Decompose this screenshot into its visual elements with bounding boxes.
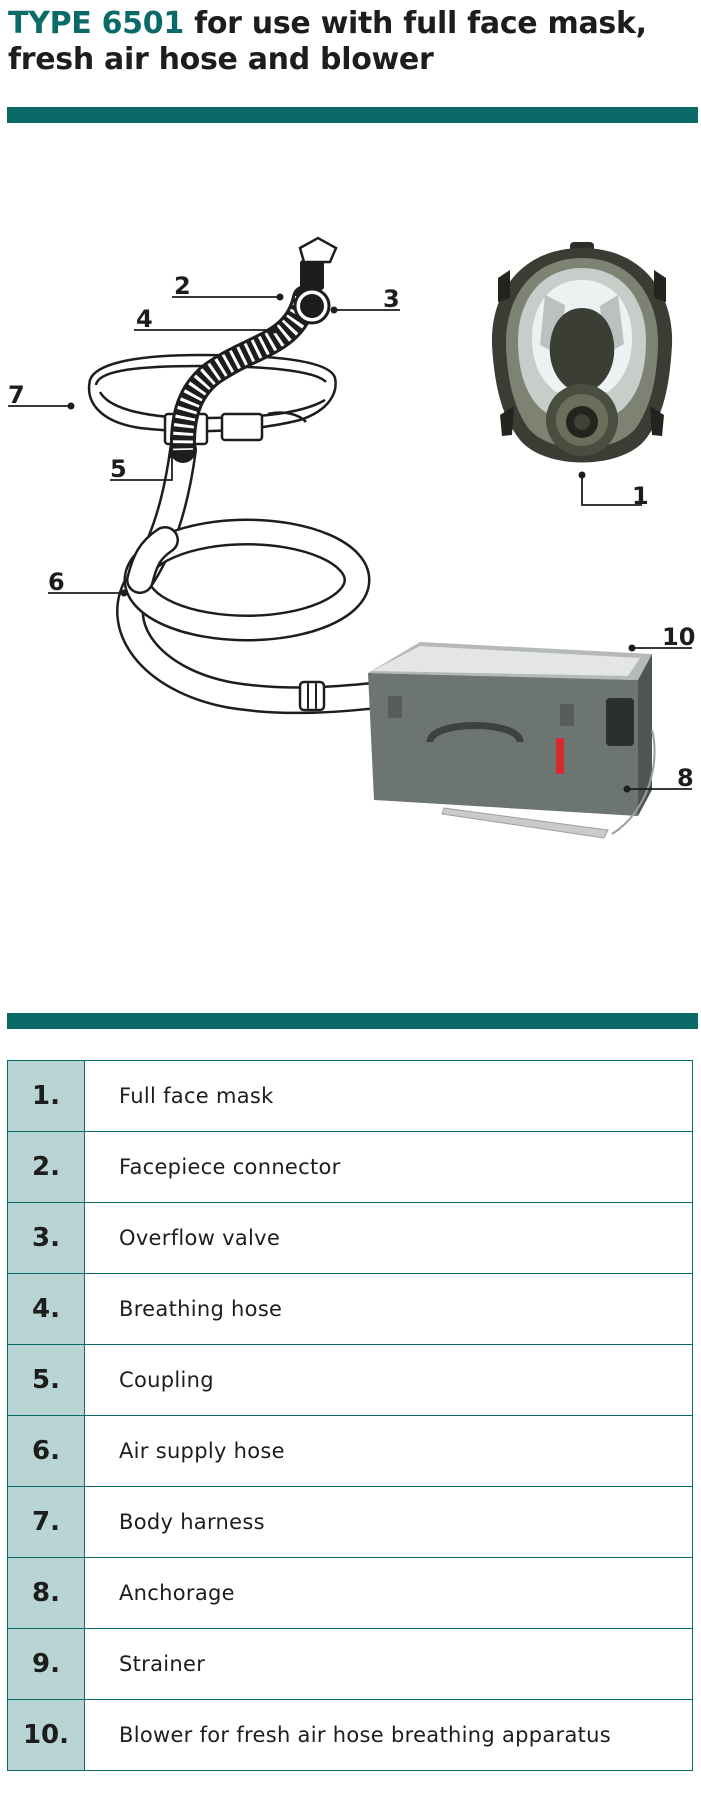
connector-and-valve-drawing: [293, 236, 338, 325]
body-harness-drawing: [87, 353, 337, 446]
page-title: TYPE 6501 for use with full face mask,fr…: [8, 6, 698, 78]
top-divider-bar: [7, 107, 698, 123]
legend-row: 9.Strainer: [7, 1628, 693, 1700]
title-type-code: TYPE 6501: [8, 6, 184, 41]
legend-number: 4.: [7, 1273, 85, 1345]
callout-7: 7: [8, 381, 25, 409]
legend-row: 1.Full face mask: [7, 1060, 693, 1132]
legend-row: 3.Overflow valve: [7, 1202, 693, 1274]
legend-row: 6.Air supply hose: [7, 1415, 693, 1487]
legend-number: 6.: [7, 1415, 85, 1487]
callout-3: 3: [383, 285, 400, 313]
legend-number: 7.: [7, 1486, 85, 1558]
legend-label: Overflow valve: [84, 1202, 693, 1274]
legend-label: Blower for fresh air hose breathing appa…: [84, 1699, 693, 1771]
callout-1: 1: [632, 482, 649, 510]
legend-label: Body harness: [84, 1486, 693, 1558]
legend-label: Facepiece connector: [84, 1131, 693, 1203]
callout-5: 5: [110, 455, 127, 483]
legend-number: 5.: [7, 1344, 85, 1416]
blower-box-image: [368, 642, 656, 839]
full-face-mask-image: [491, 242, 673, 463]
legend-label: Air supply hose: [84, 1415, 693, 1487]
callout-2: 2: [174, 272, 191, 300]
title-line1: for use with full face mask,: [183, 6, 647, 41]
legend-label: Full face mask: [84, 1060, 693, 1132]
legend-number: 10.: [7, 1699, 85, 1771]
legend-row: 8.Anchorage: [7, 1557, 693, 1629]
legend-number: 1.: [7, 1060, 85, 1132]
callout-dots: [67, 293, 636, 793]
legend-label: Anchorage: [84, 1557, 693, 1629]
legend-row: 2.Facepiece connector: [7, 1131, 693, 1203]
legend-number: 9.: [7, 1628, 85, 1700]
legend-number: 2.: [7, 1131, 85, 1203]
legend-number: 8.: [7, 1557, 85, 1629]
callout-6: 6: [48, 568, 65, 596]
legend-label: Breathing hose: [84, 1273, 693, 1345]
legend-row: 7.Body harness: [7, 1486, 693, 1558]
legend-label: Strainer: [84, 1628, 693, 1700]
legend-row: 10.Blower for fresh air hose breathing a…: [7, 1699, 693, 1771]
callout-4: 4: [136, 305, 153, 333]
legend-row: 4.Breathing hose: [7, 1273, 693, 1345]
breathing-hose-drawing: [169, 285, 318, 463]
legend-number: 3.: [7, 1202, 85, 1274]
title-line2: fresh air hose and blower: [8, 42, 434, 77]
equipment-illustration: 1 2 3 4 5 6 7 8 10: [0, 130, 701, 1000]
air-supply-hose-drawing: [116, 436, 394, 715]
legend-divider-bar: [7, 1013, 698, 1029]
legend-label: Coupling: [84, 1344, 693, 1416]
callout-leaders: [8, 296, 692, 790]
callout-10: 10: [662, 623, 695, 651]
callout-8: 8: [677, 764, 694, 792]
legend-row: 5.Coupling: [7, 1344, 693, 1416]
